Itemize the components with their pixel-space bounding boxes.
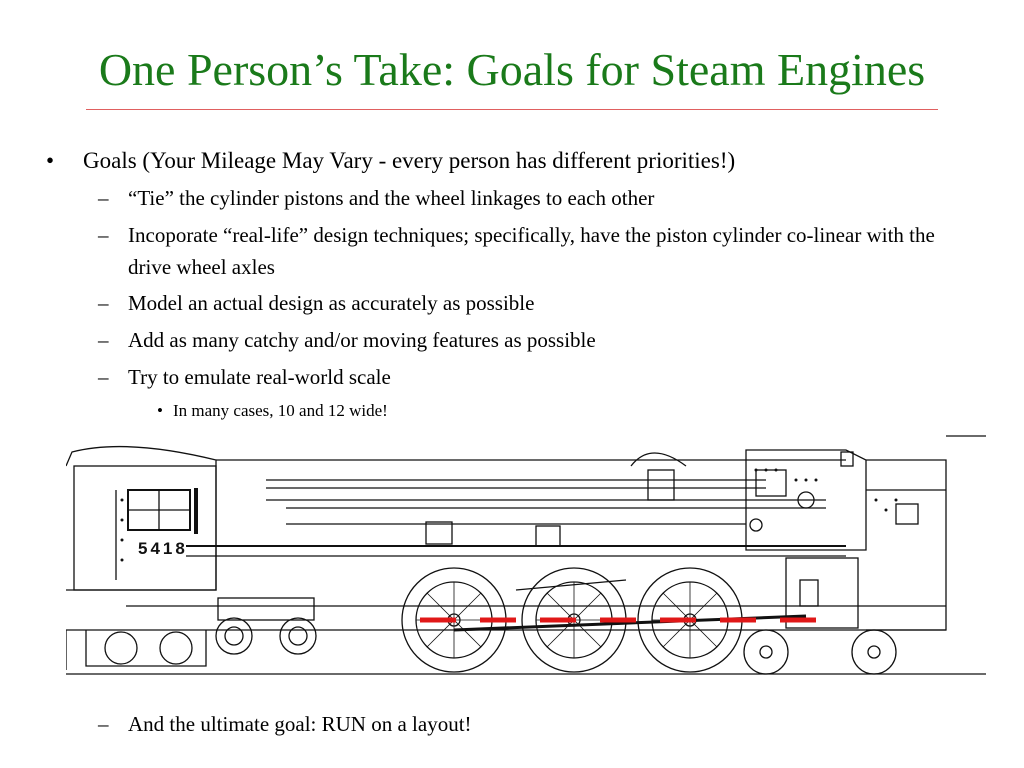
locomotive-number: 5418	[138, 539, 188, 558]
dash-marker: –	[98, 291, 109, 315]
sub-item-text: “Tie” the cylinder pistons and the wheel…	[128, 186, 655, 210]
dash-marker: –	[98, 223, 109, 247]
sub-item-text: Add as many catchy and/or moving feature…	[128, 328, 596, 352]
dash-marker: –	[98, 328, 109, 352]
sub-item-text: Incoporate “real-life” design techniques…	[128, 223, 935, 279]
bullet-marker: •	[157, 401, 163, 420]
dash-marker: –	[98, 365, 109, 389]
locomotive-lines	[66, 435, 986, 675]
sub-item-text: And the ultimate goal: RUN on a layout!	[128, 712, 472, 736]
bullet-marker: •	[46, 148, 55, 173]
sub-sub-item-text: In many cases, 10 and 12 wide!	[173, 401, 388, 420]
title-underline	[86, 109, 938, 110]
rivets	[120, 468, 898, 562]
dash-marker: –	[98, 186, 109, 210]
sub-item-text: Try to emulate real-world scale	[128, 365, 391, 389]
steam-locomotive-drawing: 5418	[66, 435, 986, 675]
bullet-goals-text: Goals (Your Mileage May Vary - every per…	[83, 148, 736, 173]
dash-marker: –	[98, 712, 109, 736]
sub-item-text: Model an actual design as accurately as …	[128, 291, 535, 315]
slide-title: One Person’s Take: Goals for Steam Engin…	[98, 44, 926, 95]
